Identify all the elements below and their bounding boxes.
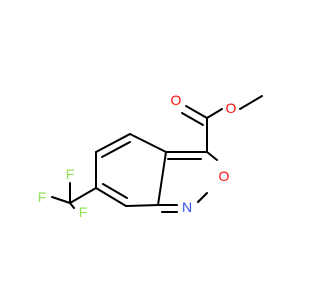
bond-c3a-c4 bbox=[129, 133, 167, 153]
atom-o-carbonyl: O bbox=[171, 92, 182, 108]
bond-oring-n bbox=[197, 192, 208, 203]
atom-labels: O O O N F F F bbox=[38, 92, 237, 220]
atom-o-ring: O bbox=[219, 168, 230, 184]
bond-ccarbonyl-ocarbonyl-b bbox=[181, 112, 204, 126]
structure-diagram: O O O N F F F bbox=[38, 92, 263, 220]
bonds bbox=[51, 95, 263, 213]
atom-f-top: F bbox=[66, 166, 75, 182]
bond-methyl-oester bbox=[239, 95, 263, 110]
bond-c4-c5-b bbox=[101, 141, 131, 158]
atom-f-left: F bbox=[38, 189, 47, 205]
bond-c6-cf3 bbox=[69, 187, 97, 204]
bond-oester-ccarbonyl bbox=[206, 108, 223, 119]
bond-c6-c7-b bbox=[102, 183, 128, 199]
atom-f-bottom: F bbox=[79, 204, 88, 220]
bond-c4-c5-a bbox=[95, 133, 131, 153]
bond-c3a-c7a bbox=[157, 151, 167, 206]
bond-c3-oring bbox=[206, 151, 218, 161]
bond-cf3-fbottom bbox=[69, 202, 75, 209]
bond-c6-c7-a bbox=[95, 187, 127, 207]
atom-n-ring: N bbox=[182, 199, 192, 215]
bond-ccarbonyl-ocarbonyl-a bbox=[185, 105, 208, 119]
bond-cf3-fleft bbox=[51, 196, 71, 204]
atom-o-ester: O bbox=[226, 100, 237, 116]
bond-c7-c7a bbox=[125, 204, 159, 207]
